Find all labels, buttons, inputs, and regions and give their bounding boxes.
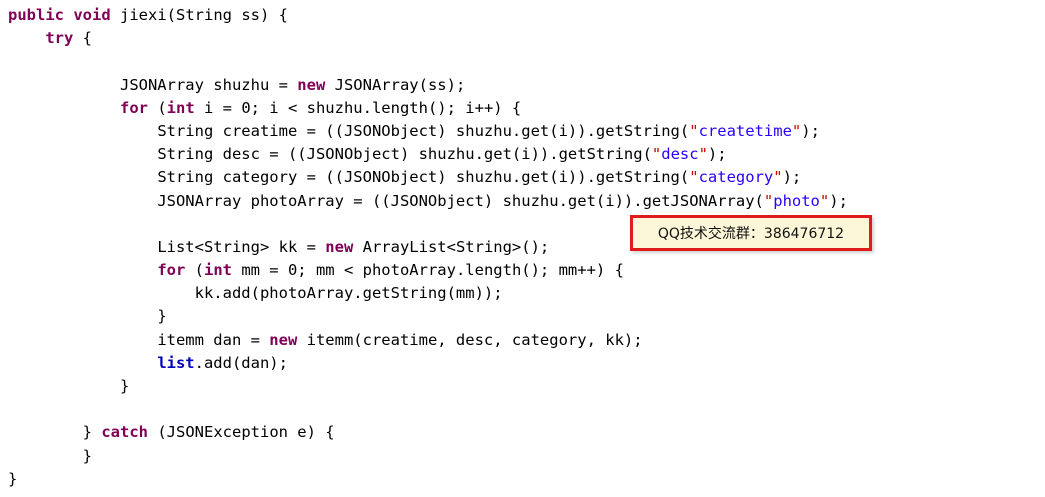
code-token-str: photo <box>773 191 820 210</box>
code-token-quo: " <box>773 168 783 187</box>
code-token-quo: " <box>651 145 662 164</box>
code-token-quo: " <box>819 191 830 210</box>
code-token-kw: try <box>45 29 74 48</box>
code-line: } <box>82 446 92 465</box>
code-line: for (int i = 0; i < shuzhu.length(); i++… <box>119 98 522 117</box>
code-token-kw: for <box>119 98 148 117</box>
code-line <box>8 213 1045 236</box>
code-token-kw: new <box>297 75 326 94</box>
code-token-kw: new <box>269 330 298 349</box>
code-line: try { <box>45 29 92 48</box>
code-line: JSONArray photoArray = ((JSONObject) shu… <box>157 191 848 210</box>
code-line: itemm dan = new itemm(creatime, desc, ca… <box>157 330 643 349</box>
watermark-text: QQ技术交流群：386476712 <box>657 226 845 242</box>
code-line <box>8 50 1045 73</box>
code-line: } <box>119 377 130 395</box>
code-token-kw: for <box>157 261 186 280</box>
code-token-str: createtime <box>698 121 792 140</box>
code-line: list.add(dan); <box>157 353 288 372</box>
code-token-kw: int <box>203 261 232 280</box>
code-token-kw: void <box>73 6 111 24</box>
code-token-quo: " <box>698 145 708 164</box>
watermark-badge: QQ技术交流群：386476712 <box>630 215 872 251</box>
code-line: kk.add(photoArray.getString(mm)); <box>194 284 503 303</box>
code-token-kw: new <box>325 237 354 256</box>
code-token-quo: " <box>689 121 699 140</box>
code-line: public void jiexi(String ss) { <box>8 6 288 24</box>
code-token-fld: list <box>157 353 195 372</box>
code-line: String creatime = ((JSONObject) shuzhu.g… <box>157 121 820 140</box>
code-line: } <box>157 307 167 326</box>
code-token-str: category <box>698 168 774 187</box>
code-line: } catch (JSONException e) { <box>82 423 335 442</box>
code-line: JSONArray shuzhu = new JSONArray(ss); <box>119 75 466 94</box>
code-line: } <box>8 469 18 488</box>
code-token-kw: catch <box>101 423 148 442</box>
code-line: String category = ((JSONObject) shuzhu.g… <box>157 168 802 187</box>
code-token-quo: " <box>791 121 802 140</box>
code-token-quo: " <box>689 168 699 187</box>
code-line: String desc = ((JSONObject) shuzhu.get(i… <box>157 145 727 164</box>
code-token-kw: public <box>8 6 64 24</box>
code-line <box>8 398 1045 421</box>
code-line: for (int mm = 0; mm < photoArray.length(… <box>157 261 624 280</box>
code-token-kw: int <box>166 98 195 117</box>
code-token-quo: " <box>763 191 774 210</box>
code-token-str: desc <box>661 145 699 164</box>
code-line: List<String> kk = new ArrayList<String>(… <box>157 237 550 256</box>
